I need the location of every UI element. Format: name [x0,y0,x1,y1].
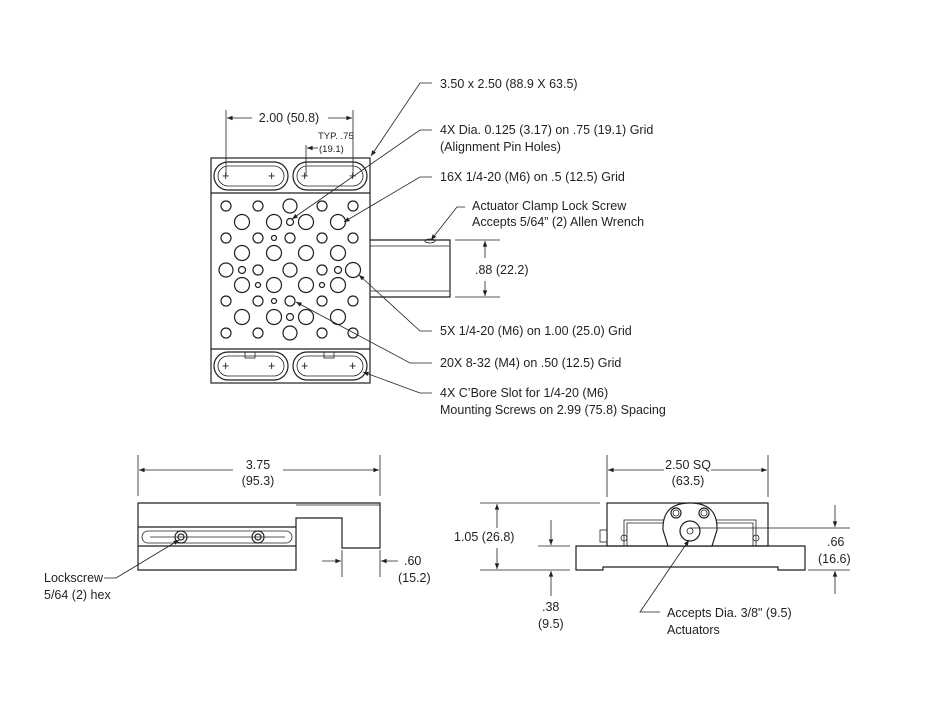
base-dim: .38 [542,600,559,614]
height-dim: 1.05 (26.8) [454,530,514,544]
clamp-lock-screw-icon [424,238,436,244]
pin-holes-label: 4X Dia. 0.125 (3.17) on .75 (19.1) Grid [440,123,653,137]
holes-5x-label: 5X 1/4-20 (M6) on 1.00 (25.0) Grid [440,324,632,338]
base-dim-metric: (9.5) [538,617,564,631]
hole-1-4-20 [233,213,251,231]
svg-text:+: + [349,359,356,373]
lockscrew-label: Lockscrew [44,571,104,585]
hole-8-32 [316,232,328,244]
clamp-screw-label-2: Accepts 5/64” (2) Allen Wrench [472,215,644,229]
hole-1-4-20 [344,261,362,279]
hole-8-32 [316,264,328,276]
width-dim-metric: (63.5) [672,474,705,488]
svg-text:+: + [301,359,308,373]
hole-1-4-20 [282,262,298,278]
offset-dim-metric: (15.2) [398,571,431,585]
hole-8-32 [252,295,264,307]
hole-1-4-20 [233,308,251,326]
overall-size-label: 3.50 x 2.50 (88.9 X 63.5) [440,77,578,91]
hole-1-4-20 [297,213,315,231]
hole-8-32 [347,232,359,244]
actuator-clamp [662,502,718,547]
pin-holes-label-2: (Alignment Pin Holes) [440,140,561,154]
hole-pattern [218,198,362,341]
hole-8-32 [220,200,232,212]
length-dim: 3.75 [246,458,270,472]
hole-1-4-20 [265,276,283,294]
length-dim-metric: (95.3) [242,474,275,488]
side-view: 3.75 (95.3) .60 (15.2) Lockscrew 5/64 (2… [44,455,431,602]
hole-1-4-20 [233,244,251,262]
alignment-pin-hole [237,265,247,275]
tapped-hole-small [270,234,278,242]
hole-8-32 [347,295,359,307]
top-view: ++ ++ ++ ++ 2.00 (50.8) TYP. .75 (19.1) … [210,77,666,417]
tapped-hole-small [270,297,278,305]
lockscrew-icon [174,530,265,544]
actuator-housing [370,238,451,298]
actuator-bore-icon [679,520,701,542]
end-view: 2.50 SQ (63.5) 1.05 (26.8) .38 (9.5) .66… [454,455,851,637]
hole-1-4-20 [297,276,315,294]
hole-8-32 [252,232,264,244]
hole-1-4-20 [329,308,347,326]
stage-plate-outline [210,157,371,384]
hole-8-32 [282,325,298,341]
cbore-slots: ++ ++ ++ ++ [213,161,368,381]
hole-1-4-20 [297,308,315,326]
tapped-hole-small [318,281,326,289]
alignment-pin-hole [333,265,343,275]
hole-1-4-20 [265,213,283,231]
cbore-label-2: Mounting Screws on 2.99 (75.8) Spacing [440,403,666,417]
hole-8-32 [347,200,359,212]
hole-1-4-20 [265,308,283,326]
hole-8-32 [284,295,296,307]
actuator-label: Accepts Dia. 3/8" (9.5) [667,606,792,620]
actuator-label-2: Actuators [667,623,720,637]
svg-text:+: + [301,169,308,183]
holes-20x-label: 20X 8-32 (M4) on .50 (12.5) Grid [440,356,621,370]
typ-dim: TYP. .75 [318,131,354,142]
actuator-height-dim: .88 (22.2) [475,263,529,277]
hole-8-32 [316,200,328,212]
hole-8-32 [282,198,298,214]
svg-text:+: + [268,359,275,373]
hole-8-32 [284,232,296,244]
hole-1-4-20 [233,276,251,294]
hole-1-4-20 [329,276,347,294]
holes-16x-label: 16X 1/4-20 (M6) on .5 (12.5) Grid [440,170,625,184]
alignment-pin-hole [285,217,295,227]
hole-8-32 [252,327,264,339]
hole-8-32 [220,327,232,339]
hole-1-4-20 [218,262,234,278]
hole-1-4-20 [265,244,283,262]
axis-dim: .66 [827,535,844,549]
hole-1-4-20 [329,213,347,231]
svg-text:+: + [222,359,229,373]
axis-dim-metric: (16.6) [818,552,851,566]
hole-8-32 [220,295,232,307]
hole-8-32 [252,264,264,276]
hole-8-32 [347,327,359,339]
alignment-pin-hole [285,312,295,322]
hole-8-32 [316,327,328,339]
cbore-label: 4X C’Bore Slot for 1/4-20 (M6) [440,386,608,400]
clamp-screw-label: Actuator Clamp Lock Screw [472,199,627,213]
tapped-hole-small [254,281,262,289]
width-dim: 2.50 SQ [665,458,711,472]
hole-8-32 [252,200,264,212]
hole-1-4-20 [329,244,347,262]
hole-8-32 [316,295,328,307]
lockscrew-label-2: 5/64 (2) hex [44,588,111,602]
svg-text:+: + [268,169,275,183]
slot-span-dim: 2.00 (50.8) [259,111,319,125]
hole-1-4-20 [297,244,315,262]
hole-8-32 [220,232,232,244]
offset-dim: .60 [404,554,421,568]
typ-dim-metric: (19.1) [319,144,344,155]
